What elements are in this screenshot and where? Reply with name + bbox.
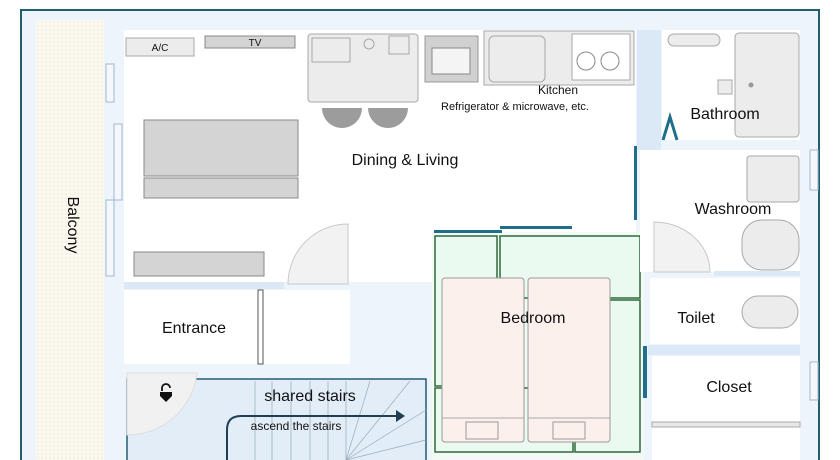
burner-icon [576, 51, 596, 71]
pillow [465, 421, 499, 440]
kitchen-label: Kitchen [538, 83, 578, 97]
door-swing[interactable] [653, 221, 711, 273]
ac-label: A/C [152, 43, 169, 54]
ac-unit [125, 37, 195, 57]
stool [717, 79, 733, 95]
ascend-label: ascend the stairs [251, 419, 342, 433]
arrow-head-icon [396, 410, 405, 422]
burner-icon [600, 51, 620, 71]
dish-icon [363, 38, 375, 50]
tv [204, 35, 296, 49]
toilet-bowl [741, 295, 799, 329]
shoe-cabinet [257, 289, 264, 365]
wash-basin [741, 219, 800, 271]
toilet-label: Toilet [677, 310, 715, 327]
entrance-area [124, 290, 350, 364]
sofa-base [143, 177, 299, 199]
placemat [311, 37, 351, 63]
sofa [143, 119, 299, 177]
bedroom-label: Bedroom [501, 310, 566, 327]
bathroom-sink [667, 33, 721, 47]
closet-label: Closet [706, 379, 752, 396]
door-swing[interactable] [287, 223, 349, 285]
chair [368, 108, 408, 128]
low-cabinet [133, 251, 265, 277]
balcony-area [36, 20, 104, 460]
washing-machine [746, 155, 800, 203]
folding-door-icon [661, 111, 679, 141]
kitchen-note: Refrigerator & microwave, etc. [441, 101, 589, 113]
bathtub [734, 32, 800, 138]
window [113, 123, 123, 201]
closet-rod [651, 421, 801, 428]
entrance-label: Entrance [162, 320, 226, 337]
lock-icon [160, 383, 172, 402]
stairs-arrow [226, 415, 396, 460]
dining-living-label: Dining & Living [352, 152, 459, 169]
closet-area [652, 356, 800, 460]
washroom-label: Washroom [695, 201, 772, 218]
window [105, 199, 115, 277]
window [105, 63, 115, 103]
bathroom-label: Bathroom [690, 106, 759, 123]
bed [527, 277, 611, 443]
tv-label: TV [249, 38, 262, 49]
bed [441, 277, 525, 443]
window [809, 149, 819, 191]
entry-door-swing[interactable] [126, 372, 198, 436]
sink [488, 35, 546, 83]
chair [322, 108, 362, 128]
pillow [552, 421, 586, 440]
stove [571, 33, 631, 81]
placemat [388, 35, 410, 55]
balcony-label: Balcony [64, 197, 81, 254]
shared-stairs-label: shared stairs [264, 388, 356, 405]
window [809, 361, 819, 401]
